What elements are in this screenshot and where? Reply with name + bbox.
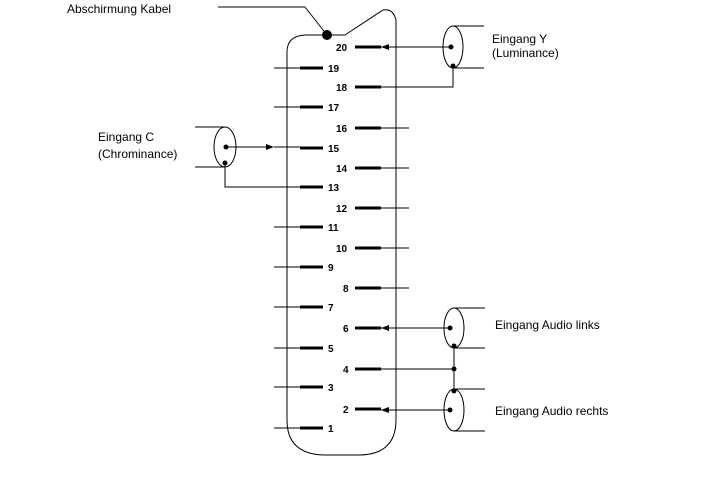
input-c-sublabel: (Chrominance) bbox=[98, 147, 177, 161]
input-y-sublabel: (Luminance) bbox=[492, 46, 559, 60]
pin-19-label: 19 bbox=[328, 64, 340, 75]
pin-18-label: 18 bbox=[336, 83, 348, 94]
pin-5-label: 5 bbox=[328, 344, 334, 355]
pin-10-label: 10 bbox=[336, 244, 348, 255]
pin-16-label: 16 bbox=[336, 124, 348, 135]
pin-9-label: 9 bbox=[328, 263, 334, 274]
audio-ground-junction bbox=[451, 366, 457, 372]
pin-13-label: 13 bbox=[328, 183, 340, 194]
pin-20-label: 20 bbox=[336, 43, 348, 54]
coax-audio-right bbox=[381, 388, 485, 432]
left-pins bbox=[274, 66, 323, 430]
pin-2-label: 2 bbox=[343, 405, 349, 416]
arrow-to-pin-2 bbox=[381, 407, 389, 413]
arrow-to-pin-20 bbox=[381, 44, 389, 50]
input-c-label: Eingang C bbox=[98, 130, 154, 144]
pin-7-label: 7 bbox=[328, 303, 334, 314]
coax-c-shield-wire bbox=[224, 163, 300, 188]
shield-dot bbox=[322, 30, 332, 40]
pin-12-label: 12 bbox=[336, 204, 348, 215]
right-pins bbox=[355, 45, 409, 411]
pin-8-label: 8 bbox=[343, 284, 349, 295]
pin-1-label: 1 bbox=[328, 424, 334, 435]
pin-17-label: 17 bbox=[328, 103, 340, 114]
audio-left-label: Eingang Audio links bbox=[495, 318, 600, 332]
coax-y-luminance bbox=[381, 25, 484, 88]
pin-6-label: 6 bbox=[343, 324, 349, 335]
audio-right-label: Eingang Audio rechts bbox=[495, 404, 608, 418]
pin-11-label: 11 bbox=[328, 223, 339, 234]
pin-14-label: 14 bbox=[336, 164, 348, 175]
input-y-label: Eingang Y bbox=[492, 32, 547, 46]
pin-15-label: 15 bbox=[328, 144, 340, 155]
coax-audio-right-shield-dot bbox=[451, 388, 457, 394]
shield-leader-line bbox=[304, 6, 328, 36]
arrow-c bbox=[266, 144, 274, 150]
pin-4-label: 4 bbox=[343, 365, 349, 376]
pin-3-label: 3 bbox=[328, 383, 334, 394]
shield-label: Abschirmung Kabel bbox=[67, 2, 171, 16]
coax-y-shield-wire bbox=[381, 66, 454, 88]
arrow-to-pin-6 bbox=[381, 325, 389, 331]
coax-audio-left bbox=[381, 307, 485, 349]
scart-connector-outline bbox=[286, 9, 397, 456]
coax-c-chrominance bbox=[195, 126, 300, 188]
